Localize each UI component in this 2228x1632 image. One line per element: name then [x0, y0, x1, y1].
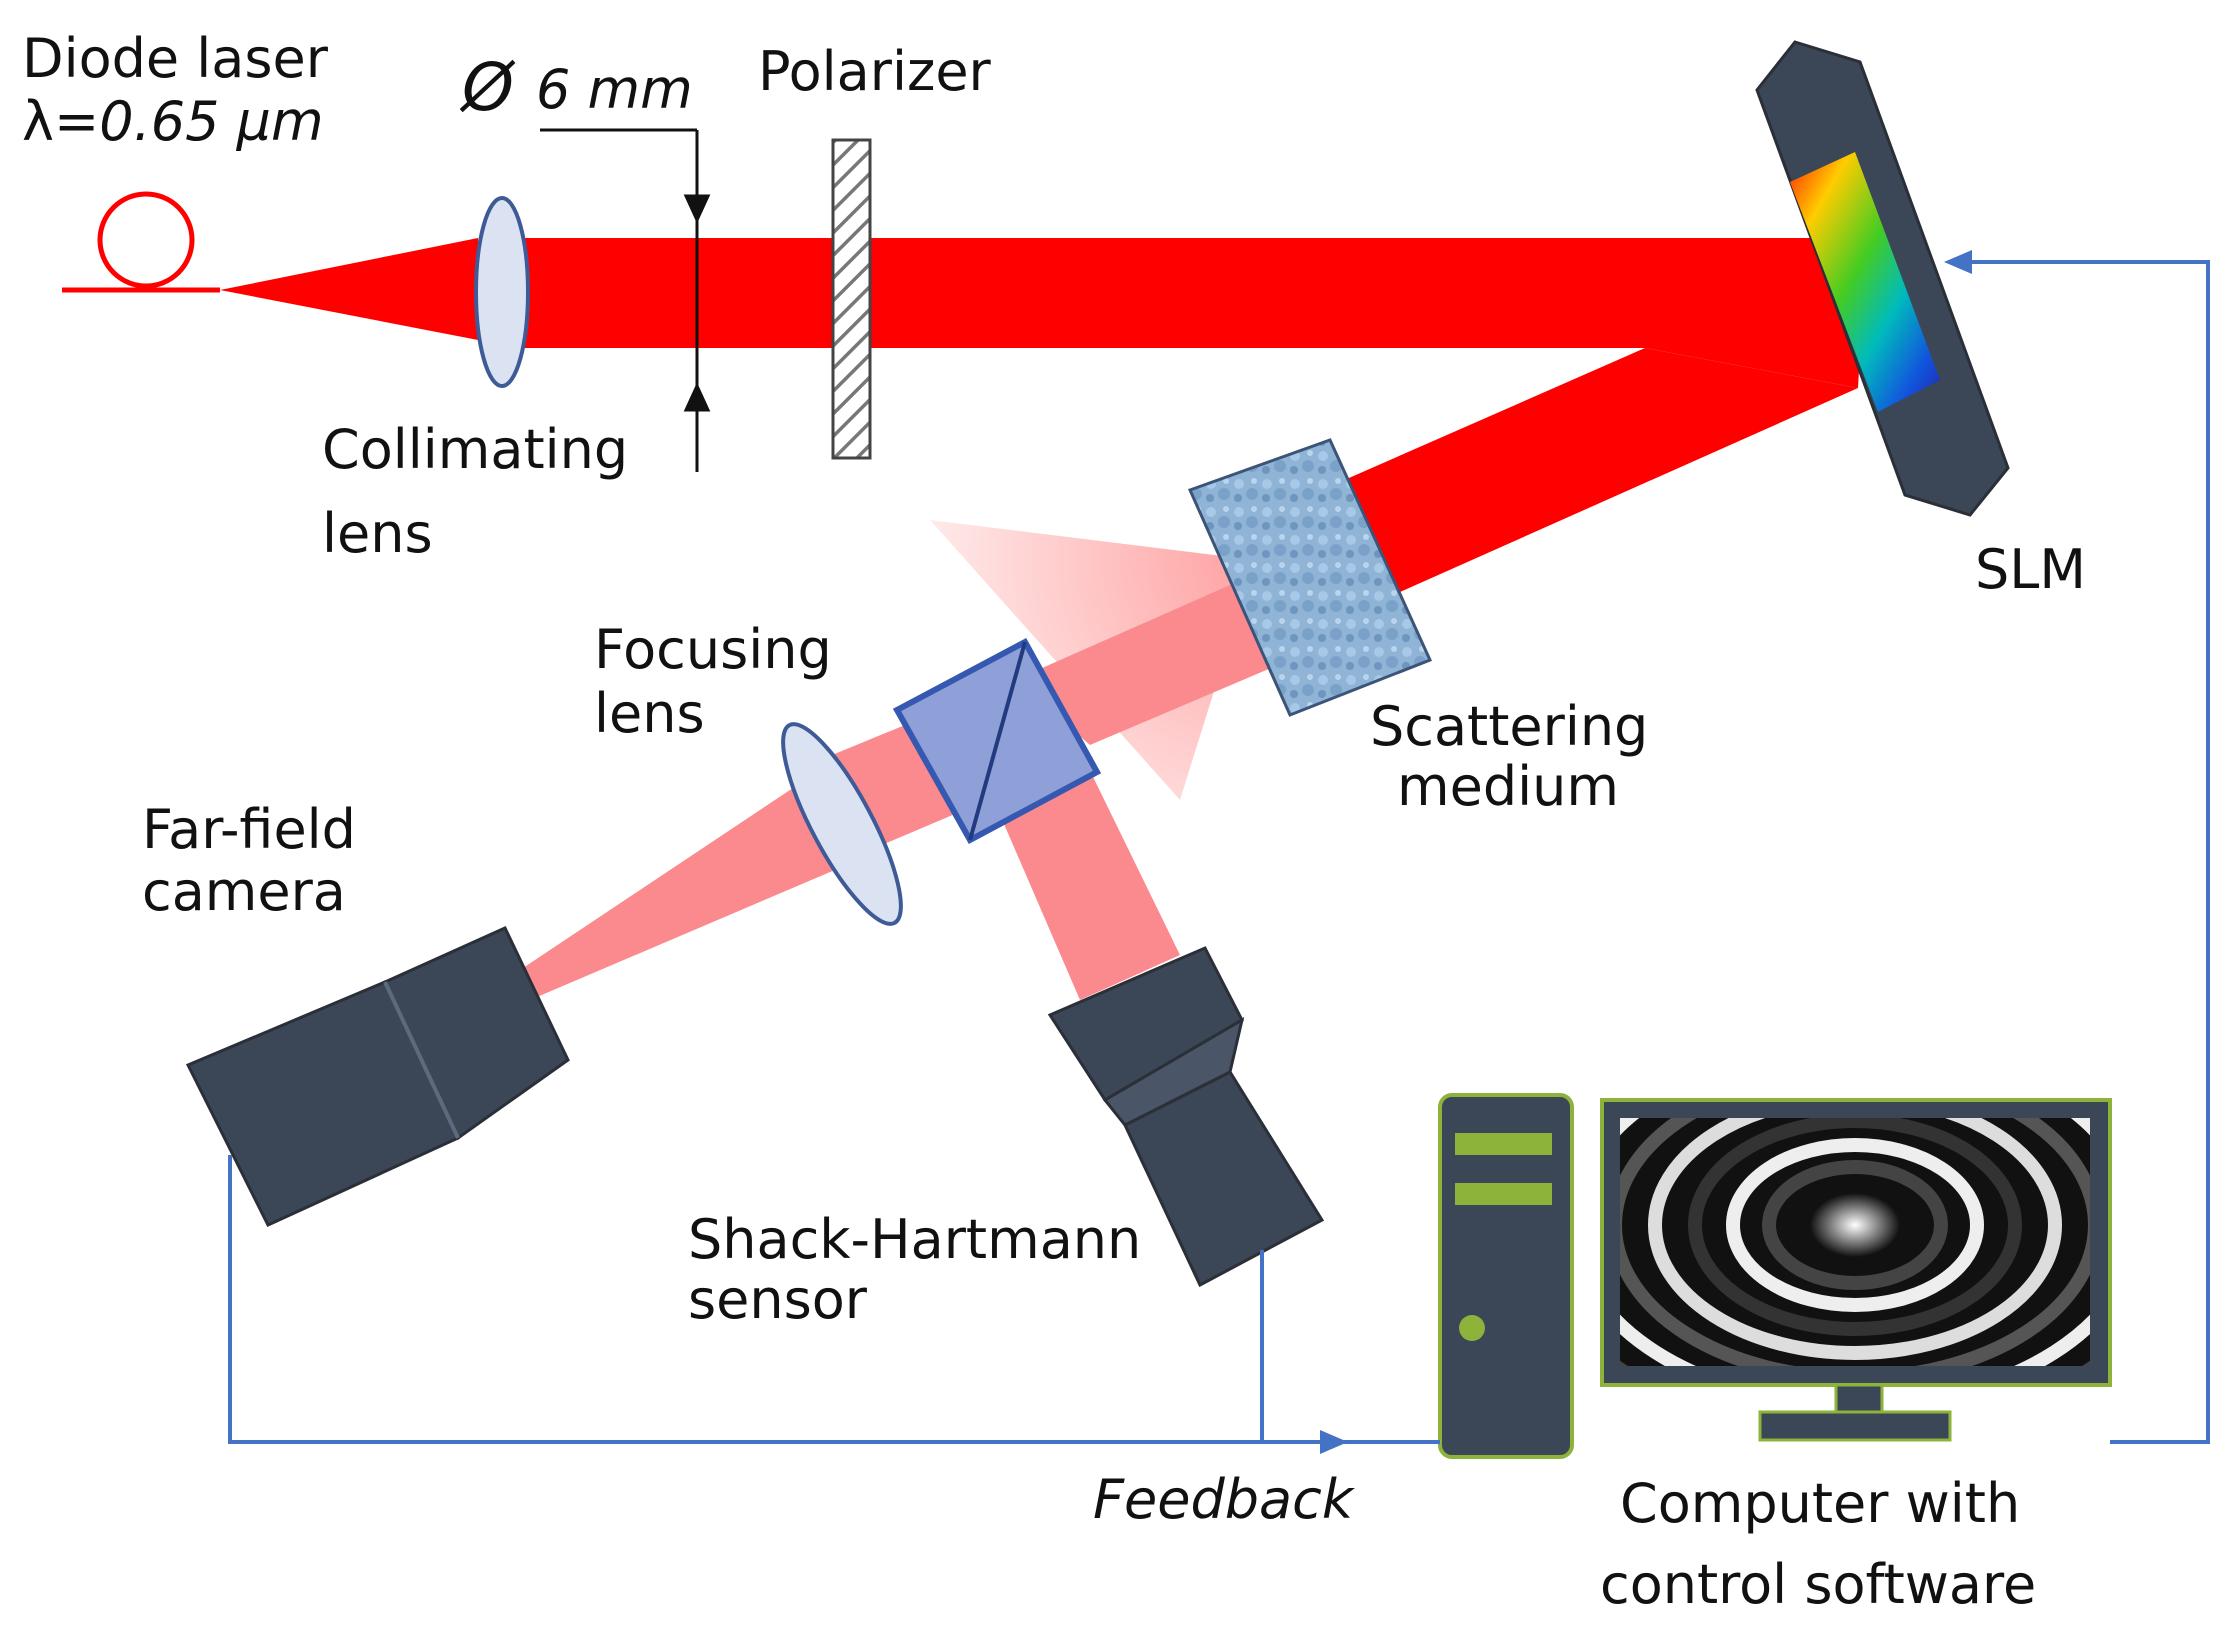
beam-splitter-cube: [892, 637, 1102, 845]
label-collimating-lens-line1: Collimating: [322, 418, 628, 481]
slm-device: [1755, 40, 2010, 517]
monitor-phase-pattern: [1620, 1118, 2090, 1366]
fiber-loop: [97, 191, 195, 289]
label-wavelength: λ=0.65 µm: [22, 90, 324, 153]
feedback-lines: [228, 260, 2210, 1444]
reflected-beam: [1333, 348, 1858, 592]
label-far-field-camera-line1: Far-field: [142, 798, 356, 861]
slm-control-arrow: [1944, 250, 1972, 274]
label-collimating-lens-line2: lens: [322, 502, 433, 565]
label-slm: SLM: [1975, 538, 2086, 601]
far-field-camera: [185, 926, 570, 1227]
label-feedback: Feedback: [1093, 1468, 1356, 1531]
label-scattering-medium-line2: medium: [1397, 755, 1619, 818]
polarizer: [831, 138, 872, 460]
aperture-dimension: [540, 128, 711, 472]
focused-beam: [520, 760, 870, 1000]
label-computer-line1: Computer with: [1620, 1472, 2020, 1535]
shack-hartmann-sensor: [1047, 946, 1325, 1288]
label-shack-hartmann-line2: sensor: [688, 1268, 868, 1331]
label-scattering-medium-line1: Scattering: [1370, 695, 1648, 758]
collimating-lens: [474, 196, 530, 388]
label-computer-line2: control software: [1600, 1553, 2036, 1616]
labels: Diode laser λ=0.65 µm Ø 6 mm Polarizer C…: [22, 27, 2086, 1616]
scattering-medium: [1187, 438, 1433, 717]
label-diameter-symbol: Ø: [459, 49, 516, 126]
label-focusing-lens-line1: Focusing: [594, 618, 832, 681]
diverging-beam: [220, 238, 478, 340]
label-polarizer: Polarizer: [758, 40, 992, 103]
label-diode-laser: Diode laser: [22, 27, 329, 90]
label-far-field-camera-line2: camera: [142, 860, 346, 923]
label-diameter-value: 6 mm: [536, 58, 693, 121]
computer: [1438, 1093, 2112, 1459]
label-focusing-lens-line2: lens: [594, 682, 705, 745]
focusing-lens: [781, 722, 903, 926]
slm-phase-pattern: [1790, 152, 1940, 412]
feedback-arrow: [1320, 1430, 1348, 1454]
transmitted-beam: [1015, 585, 1278, 745]
label-shack-hartmann-line1: Shack-Hartmann: [688, 1208, 1141, 1271]
